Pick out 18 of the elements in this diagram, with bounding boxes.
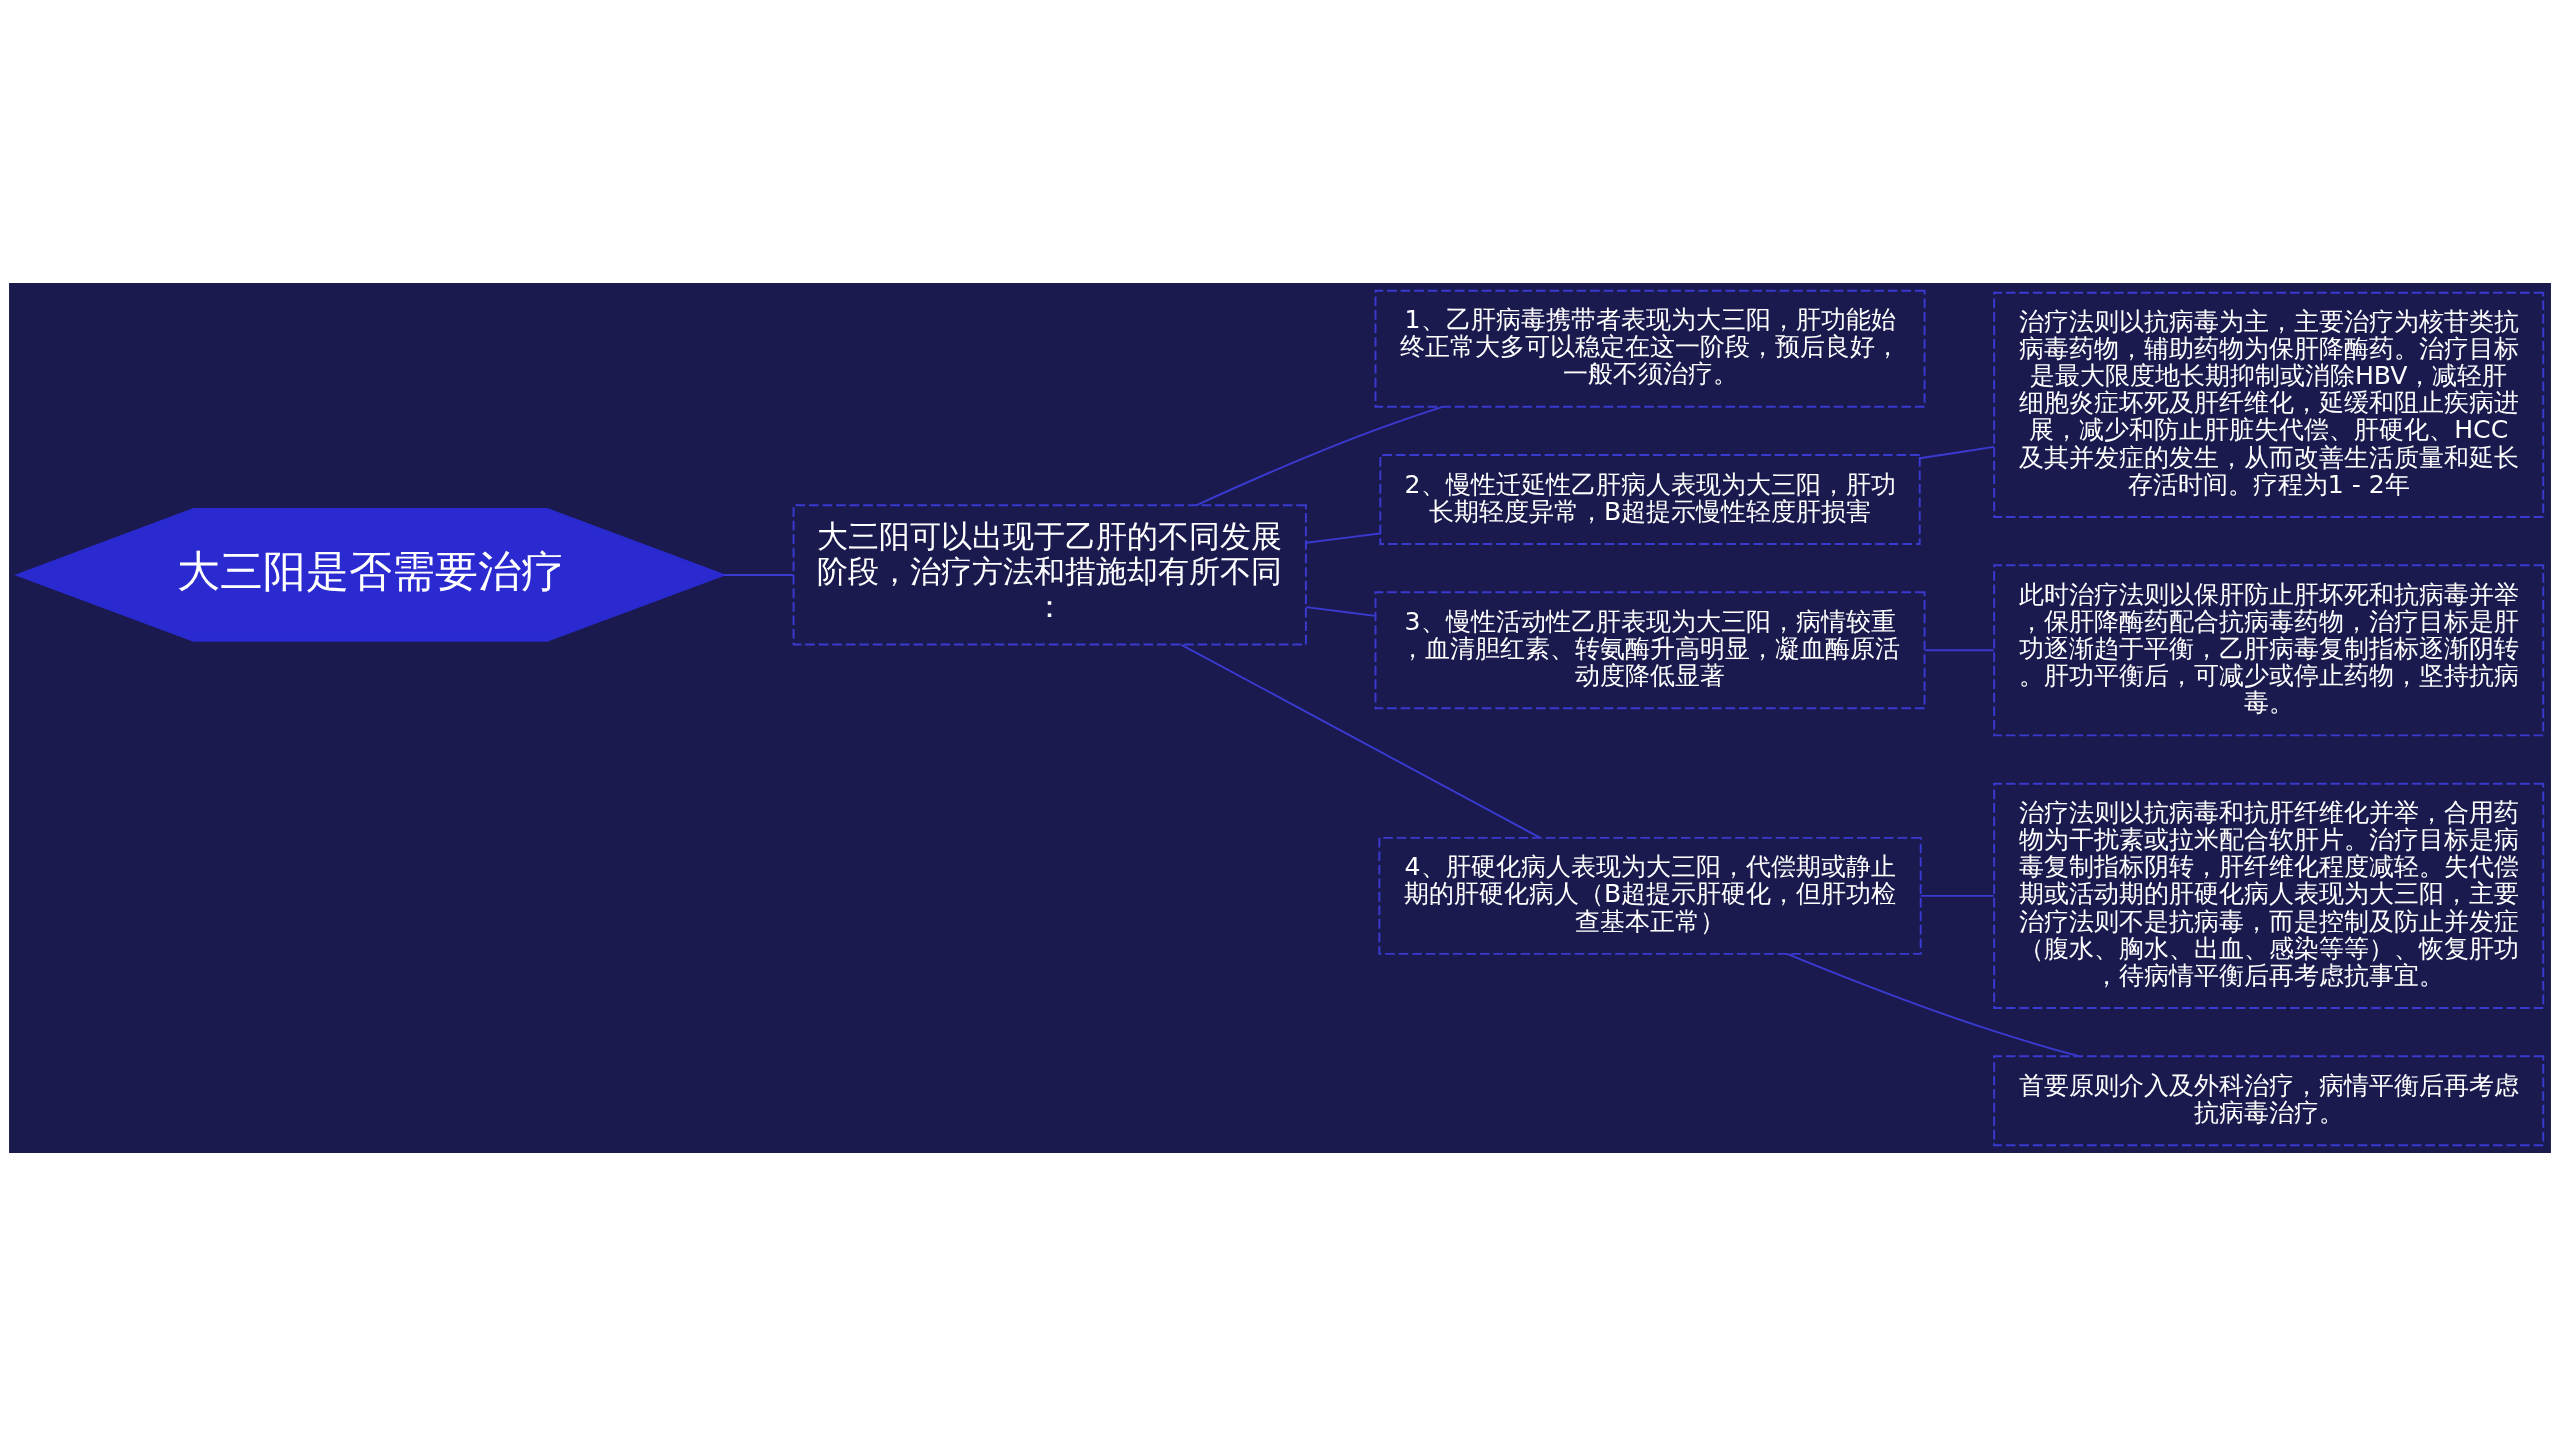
node-box: 2、慢性迁延性乙肝病人表现为大三阳，肝功长期轻度异常，B超提示慢性轻度肝损害 [1379,453,1921,545]
node-box: 首要原则介入及外科治疗，病情平衡后再考虑抗病毒治疗。 [1993,1054,2545,1146]
connector [1919,894,1995,897]
node-box: 此时治疗法则以保肝防止肝坏死和抗病毒并举，保肝降酶药配合抗病毒药物，治疗目标是肝功逐渐趋于平衡，乙肝病毒复制指标逐渐阴转。肝功平衡后，可减少或停止药物，坚持抗病毒。 [1993,563,2545,736]
connector [1786,952,2080,1057]
connector [1924,648,1995,651]
node-box: 4、肝硬化病人表现为大三阳，代偿期或静止期的肝硬化病人（B超提示肝硬化，但肝功检查基本正常） [1378,836,1922,955]
connector [1918,445,1995,459]
connector [1305,605,1377,617]
node-box: 治疗法则以抗病毒和抗肝纤维化并举，合用药物为干扰素或拉米配合软肝片。治疗目标是病毒复制指标阴转，肝纤维化程度减轻。失代偿期或活动期的肝硬化病人表现为大三阳，主要治疗法则不是抗病毒，而是控制及防止并发症（腹水、胸水、出血、感染等等）、恢复肝功，待病情平衡后再考虑抗事宜。 [1993,782,2545,1009]
node-box: 3、慢性活动性乙肝表现为大三阳，病情较重，血清胆红素、转氨酶升高明显，凝血酶原活动度降低显著 [1374,590,1926,709]
connector [1195,405,1444,506]
connector [1305,531,1381,544]
connector [722,573,795,576]
node-box: 1、乙肝病毒携带者表现为大三阳，肝功能始终正常大多可以稳定在这一阶段，预后良好，一般不须治疗。 [1374,289,1926,408]
connector [1180,643,1541,839]
node-box: 治疗法则以抗病毒为主，主要治疗为核苷类抗病毒药物，辅助药物为保肝降酶药。治疗目标是最大限度地长期抑制或消除HBV，减轻肝细胞炎症坏死及肝纤维化，延缓和阻止疾病进展，减少和防止肝脏失代偿、肝硬化、HCC及其并发症的发生，从而改善生活质量和延长存活时间。疗程为1 - 2年 [1993,291,2545,518]
node-box: 大三阳可以出现于乙肝的不同发展阶段，治疗方法和措施却有所不同： [792,503,1307,645]
